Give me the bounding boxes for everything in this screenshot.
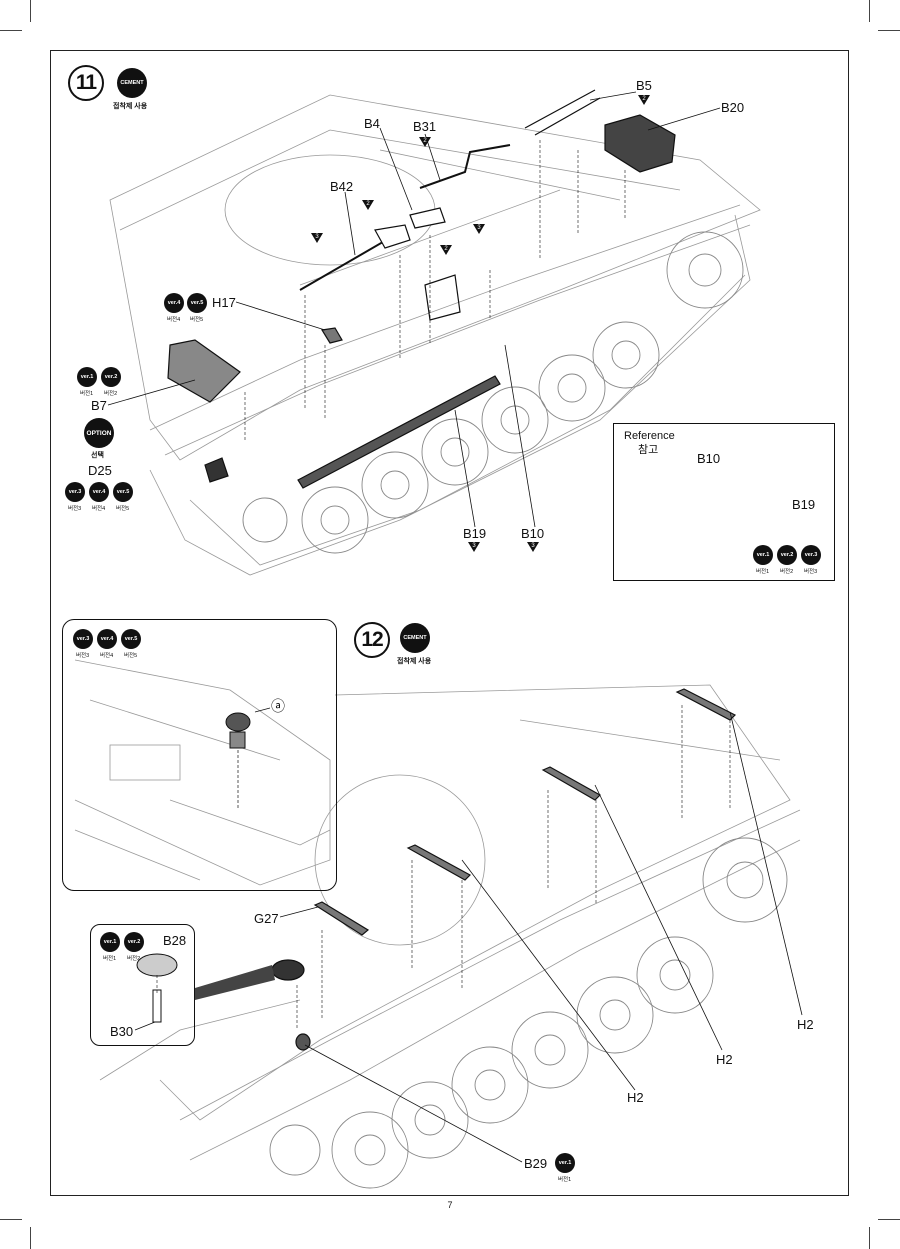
reference-title-korean: 참고 (638, 444, 659, 456)
quantity-value: 2 (642, 96, 646, 102)
part-label-b7: B7 (91, 398, 107, 413)
version-badge: ver.4 (89, 482, 109, 502)
page-number: 7 (447, 1200, 453, 1210)
reference-panel (613, 423, 835, 581)
quantity-value: 3 (531, 543, 535, 549)
cement-korean-label: 접착제 사용 (397, 658, 432, 665)
quantity-value: 2 (366, 201, 370, 207)
part-label-g27: G27 (254, 911, 279, 926)
version-badge: ver.1 (753, 545, 773, 565)
quantity-value: 3 (472, 543, 476, 549)
cement-korean-label: 접착제 사용 (113, 103, 148, 110)
version-badge: ver.5 (113, 482, 133, 502)
version-badge: ver.1 (100, 932, 120, 952)
crop-mark (878, 1219, 900, 1220)
version-korean: 버전4 (167, 317, 181, 323)
part-label-h2: H2 (716, 1052, 733, 1067)
part-label-b4: B4 (364, 116, 380, 131)
version-korean: 버전4 (92, 506, 106, 512)
crop-mark (0, 30, 22, 31)
part-label-b19: B19 (463, 526, 487, 541)
version-badge: ver.1 (77, 367, 97, 387)
inset-marker-a: ⓐ (271, 698, 285, 714)
quantity-marker: 2 (362, 200, 374, 210)
quantity-value: 3 (315, 234, 319, 240)
part-label-b28: B28 (163, 933, 187, 948)
version-badge: ver.4 (164, 293, 184, 313)
version-korean: 버전1 (558, 1177, 572, 1183)
quantity-marker: 2 (638, 95, 650, 105)
part-label-b31: B31 (413, 119, 437, 134)
version-korean: 버전1 (80, 391, 94, 397)
step-11-number: 11 (68, 65, 104, 101)
part-label-b42: B42 (330, 179, 354, 194)
part-label-b20: B20 (721, 100, 745, 115)
version-korean: 버전2 (127, 956, 141, 962)
crop-mark (878, 30, 900, 31)
version-badge: ver.5 (187, 293, 207, 313)
part-label-h17: H17 (212, 295, 236, 310)
quantity-marker: 3 (527, 542, 539, 552)
part-label-b10: B10 (521, 526, 545, 541)
version-korean: 버전5 (116, 506, 130, 512)
version-badge: ver.2 (777, 545, 797, 565)
option-korean-label: 선택 (91, 452, 104, 459)
version-korean: 버전3 (76, 653, 90, 659)
version-badge: ver.3 (73, 629, 93, 649)
crop-mark (869, 0, 870, 22)
version-korean: 버전2 (780, 569, 794, 575)
version-badge: ver.3 (65, 482, 85, 502)
version-korean: 버전3 (68, 506, 82, 512)
quantity-value: 3 (477, 225, 481, 231)
version-badge: ver.4 (97, 629, 117, 649)
quantity-marker: 3 (468, 542, 480, 552)
quantity-marker: 2 (419, 137, 431, 147)
option-badge: OPTION (84, 418, 114, 448)
version-korean: 버전5 (190, 317, 204, 323)
crop-mark (869, 1227, 870, 1249)
version-badge: ver.3 (801, 545, 821, 565)
quantity-marker: 3 (473, 224, 485, 234)
version-badge: ver.1 (555, 1153, 575, 1173)
quantity-marker: 3 (311, 233, 323, 243)
version-badge: ver.2 (101, 367, 121, 387)
part-label-h2: H2 (797, 1017, 814, 1032)
reference-label-b10: B10 (697, 451, 721, 466)
version-korean: 버전1 (103, 956, 117, 962)
quantity-value: 2 (444, 246, 448, 252)
part-label-b30: B30 (110, 1024, 134, 1039)
version-korean: 버전2 (104, 391, 118, 397)
version-badge: ver.2 (124, 932, 144, 952)
detail-inset-panel (62, 619, 337, 891)
cement-icon: CEMENT (400, 623, 430, 653)
version-korean: 버전4 (100, 653, 114, 659)
version-korean: 버전3 (804, 569, 818, 575)
crop-mark (0, 1219, 22, 1220)
part-label-b5: B5 (636, 78, 652, 93)
step-12-number: 12 (354, 622, 390, 658)
part-label-b29: B29 (524, 1156, 548, 1171)
crop-mark (30, 0, 31, 22)
version-korean: 버전1 (756, 569, 770, 575)
version-badge: ver.5 (121, 629, 141, 649)
reference-label-b19: B19 (792, 497, 816, 512)
headlight-detail-panel (90, 924, 195, 1046)
quantity-value: 2 (423, 138, 427, 144)
version-korean: 버전5 (124, 653, 138, 659)
crop-mark (30, 1227, 31, 1249)
cement-icon: CEMENT (117, 68, 147, 98)
quantity-marker: 2 (440, 245, 452, 255)
page-frame (50, 50, 849, 1196)
part-label-d25: D25 (88, 463, 112, 478)
part-label-h2: H2 (627, 1090, 644, 1105)
reference-title: Reference (624, 430, 675, 442)
